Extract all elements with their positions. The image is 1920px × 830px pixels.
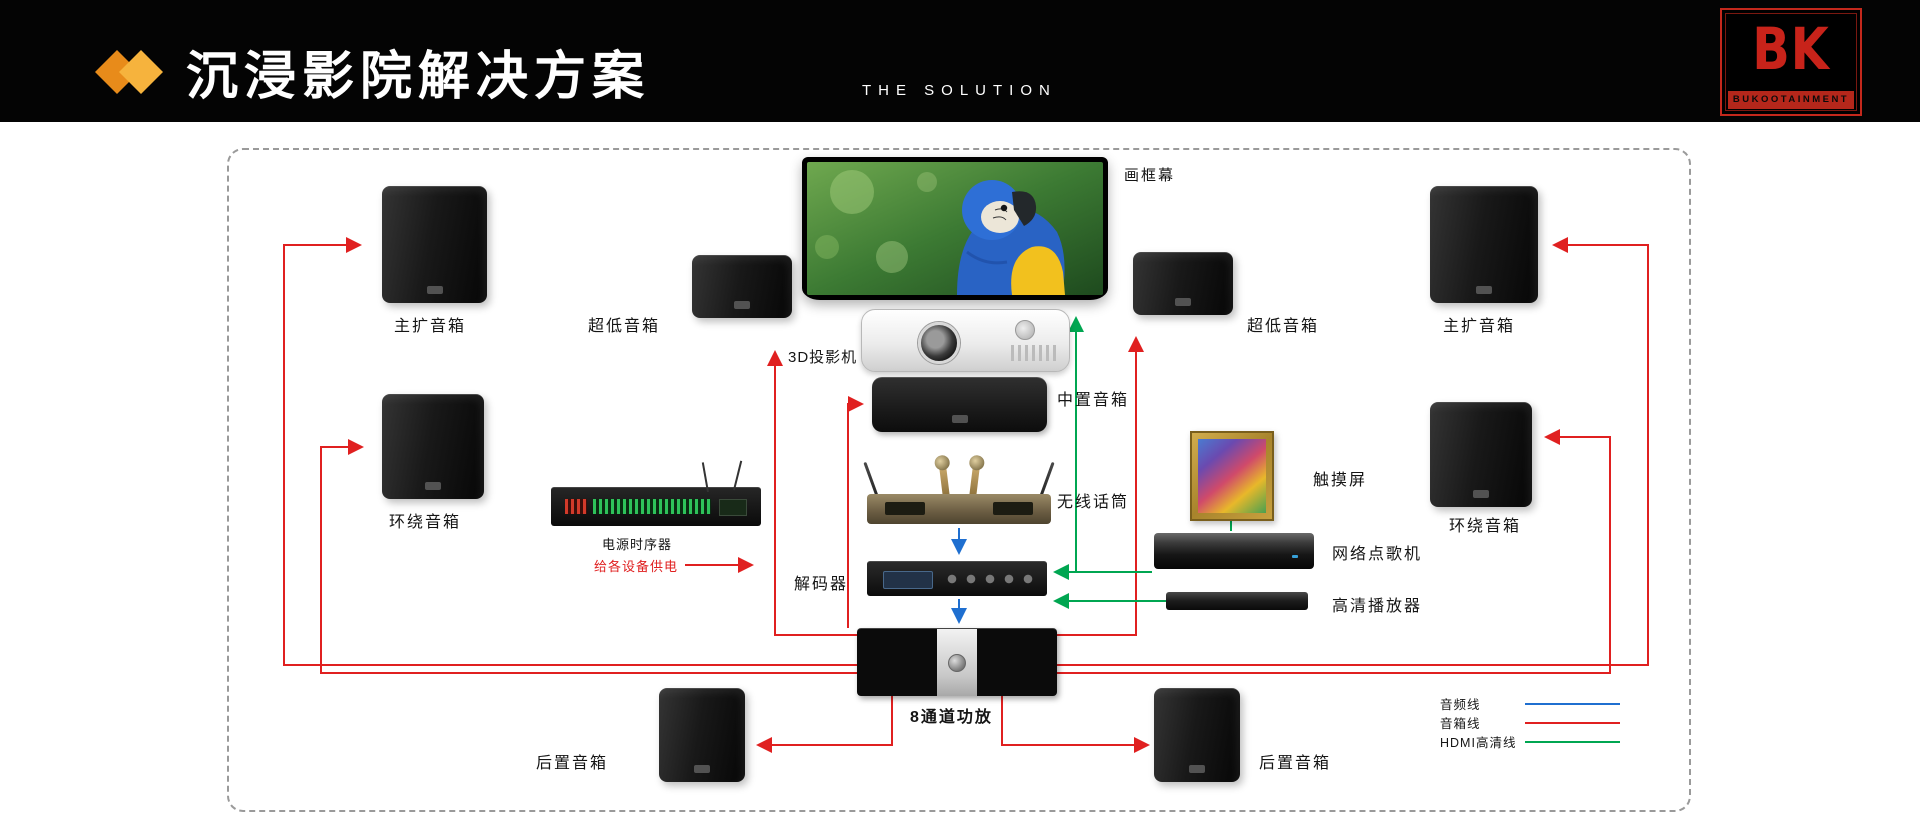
label-karaoke: 网络点歌机 (1332, 546, 1423, 563)
subwoofer-left (692, 255, 792, 318)
label-main-speaker-left: 主扩音箱 (394, 318, 467, 335)
legend-line (1525, 740, 1620, 743)
label-sequencer-note: 给各设备供电 (594, 559, 679, 574)
decoder-display (883, 571, 933, 589)
speaker-logo (1175, 298, 1191, 306)
power-amplifier (857, 628, 1057, 696)
projector (861, 309, 1070, 372)
bk-logo-text: BK (1752, 15, 1830, 83)
legend-row: 音频线 (1440, 694, 1620, 713)
label-amplifier: 8通道功放 (910, 709, 993, 726)
mic-receiver (867, 494, 1051, 524)
projector-dial (1015, 320, 1035, 340)
sequencer-led-green (593, 499, 711, 514)
diagram-border (227, 148, 1691, 812)
touch-screen (1190, 431, 1274, 521)
legend-line (1525, 702, 1620, 705)
diagram-area: 画框幕 3D投影机 中置音箱 无线话筒 解码器 8通道功放 主扩音箱 超低音箱 … (0, 122, 1920, 830)
power-sequencer (551, 460, 761, 526)
label-subwoofer-left: 超低音箱 (588, 318, 661, 335)
legend: 音频线 音箱线 HDMI高清线 (1440, 694, 1620, 751)
center-speaker (872, 377, 1047, 432)
karaoke-machine (1154, 533, 1314, 569)
label-center-speaker: 中置音箱 (1057, 392, 1130, 409)
speaker-logo (1476, 286, 1492, 294)
label-decoder: 解码器 (794, 576, 849, 593)
legend-label: HDMI高清线 (1440, 736, 1517, 750)
projector-vents (1011, 345, 1059, 361)
wireless-mic-system (863, 451, 1055, 524)
speaker-logo (425, 482, 441, 490)
speaker-logo (734, 301, 750, 309)
main-speaker-right (1430, 186, 1538, 303)
sequencer-led-red (565, 499, 587, 514)
label-main-speaker-right: 主扩音箱 (1443, 318, 1516, 335)
legend-line (1525, 721, 1620, 724)
label-screen: 画框幕 (1124, 167, 1176, 184)
projector-lens (918, 322, 960, 364)
label-rear-left: 后置音箱 (536, 755, 609, 772)
speaker-logo (1473, 490, 1489, 498)
legend-row: HDMI高清线 (1440, 732, 1620, 751)
main-speaker-left (382, 186, 487, 303)
projection-screen (802, 157, 1108, 300)
label-subwoofer-right: 超低音箱 (1247, 318, 1320, 335)
brand-diamond-icon (95, 50, 165, 94)
bk-logo-brand: BUKOOTAINMENT (1728, 91, 1854, 109)
label-sequencer: 电源时序器 (602, 537, 673, 552)
label-hd-player: 高清播放器 (1332, 598, 1423, 615)
label-surround-right: 环绕音箱 (1449, 518, 1522, 535)
speaker-logo (426, 286, 443, 294)
amp-knob (948, 653, 966, 672)
label-touch-screen: 触摸屏 (1313, 472, 1368, 489)
karaoke-led (1292, 555, 1298, 558)
legend-label: 音频线 (1440, 698, 1481, 712)
speaker-logo (694, 765, 710, 773)
label-wireless-mic: 无线话筒 (1057, 494, 1130, 511)
audio-decoder (867, 561, 1047, 596)
touch-screen-display (1198, 439, 1266, 513)
parrot-image (807, 162, 1103, 295)
page-title: 沉浸影院解决方案 (186, 48, 651, 106)
sequencer-display (719, 499, 747, 516)
bk-logo: BK BUKOOTAINMENT (1720, 8, 1862, 116)
legend-row: 音箱线 (1440, 713, 1620, 732)
hd-player (1166, 592, 1308, 610)
header-bar: 沉浸影院解决方案 THE SOLUTION BK BUKOOTAINMENT (0, 0, 1920, 122)
rear-speaker-right (1154, 688, 1240, 782)
decoder-knobs (943, 570, 1039, 588)
subwoofer-right (1133, 252, 1233, 315)
legend-label: 音箱线 (1440, 717, 1481, 731)
label-surround-left: 环绕音箱 (389, 514, 462, 531)
label-projector: 3D投影机 (788, 349, 858, 366)
label-rear-right: 后置音箱 (1259, 755, 1332, 772)
rear-speaker-left (659, 688, 745, 782)
amp-center-panel (937, 629, 977, 696)
surround-speaker-left (382, 394, 484, 499)
speaker-logo (951, 415, 968, 423)
diamond-right (119, 50, 163, 94)
speaker-logo (1189, 765, 1205, 773)
surround-speaker-right (1430, 402, 1532, 507)
page-subtitle: THE SOLUTION (862, 82, 1057, 99)
